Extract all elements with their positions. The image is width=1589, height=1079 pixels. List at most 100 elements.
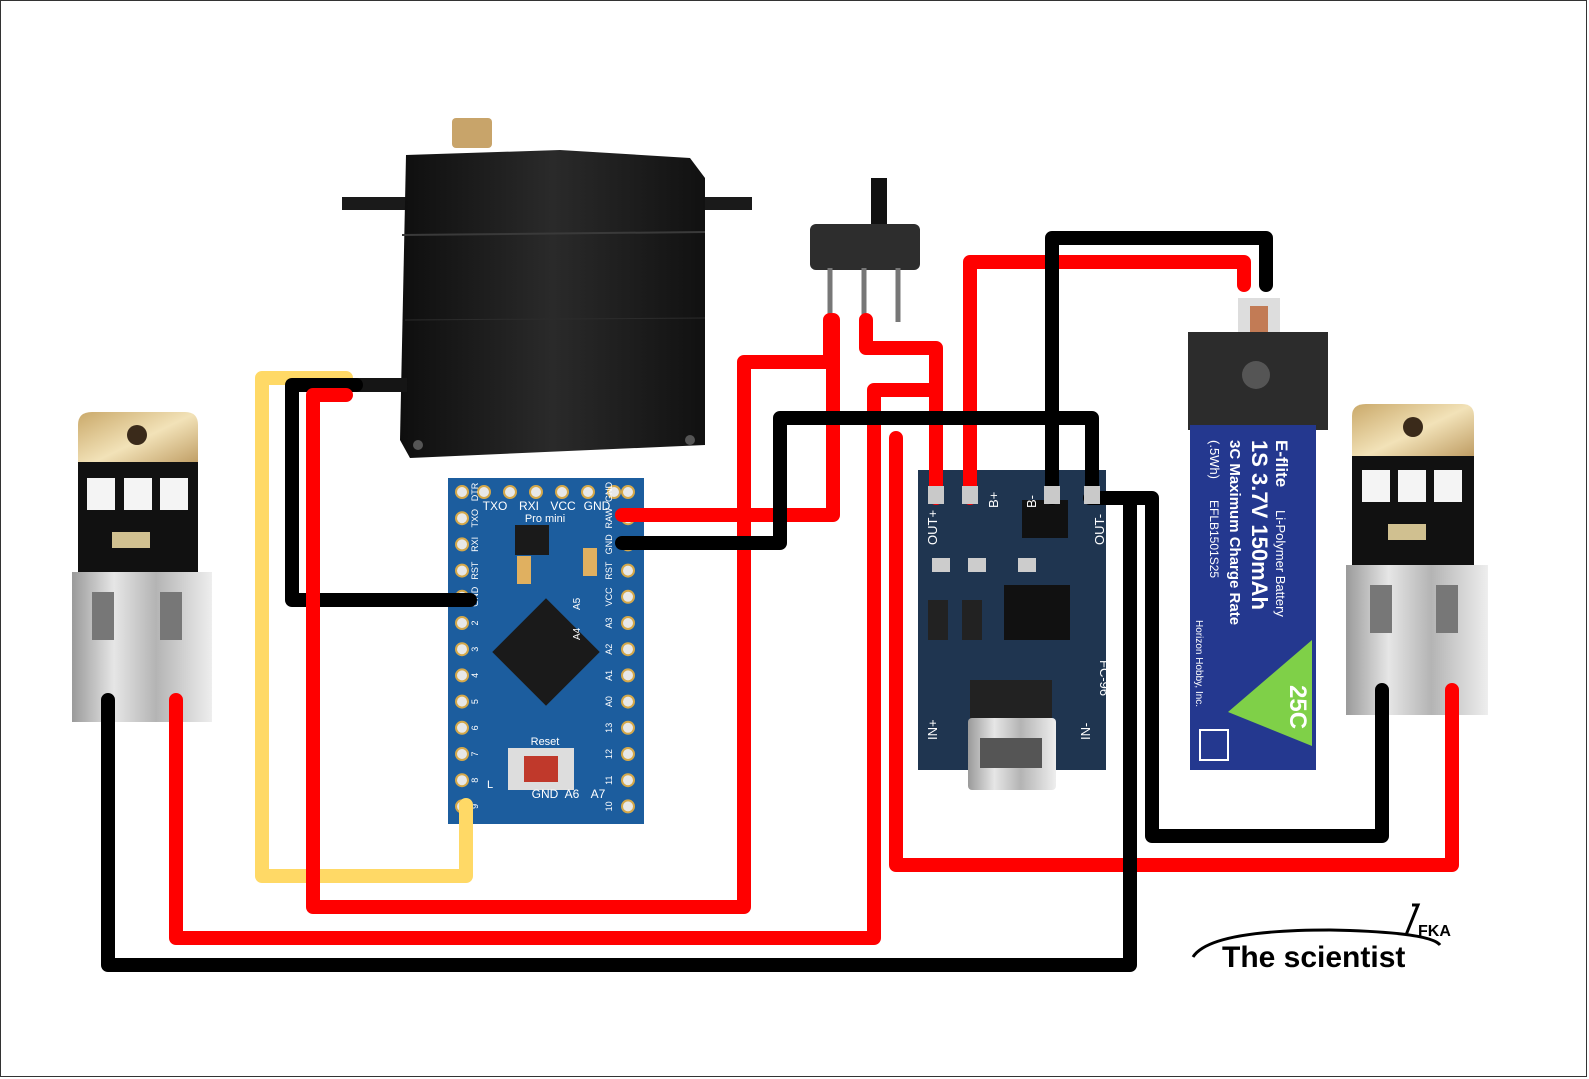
pro-mini-top-label: TXO (483, 499, 508, 513)
pro-mini-left-pin-label: 7 (470, 751, 480, 756)
flask-logo: FKA The scientist (1191, 903, 1451, 974)
pro-mini-right-pin-label: A3 (604, 617, 614, 628)
pro-mini-left-pin-label: 2 (470, 620, 480, 625)
pro-mini-left-pin-label: 5 (470, 699, 480, 704)
pin-hole (455, 537, 469, 552)
pro-mini-left-pin-label: 4 (470, 673, 480, 678)
pin-hole (455, 773, 469, 788)
pin-hole (455, 563, 469, 578)
pin-hole (555, 485, 569, 499)
usb-led-light-right (1346, 404, 1488, 715)
pin-hole (455, 511, 469, 526)
charger-label-out-plus: OUT+ (925, 510, 940, 545)
battery-brand: E-flite (1272, 440, 1291, 487)
pin-hole (455, 485, 469, 499)
pro-mini-right-pin-label: 10 (604, 801, 614, 811)
pro-mini-inner-label: A5 (572, 597, 583, 610)
lipo-battery: E-flite Li-Polymer Battery 1S 3.7V 150mA… (1188, 298, 1328, 770)
pin-hole (529, 485, 543, 499)
pro-mini-left-pin-label: 9 (470, 804, 480, 809)
pro-mini-right-pin-label: VCC (604, 587, 614, 607)
battery-wh: (.5Wh) (1207, 440, 1222, 479)
charger-label-in-minus: IN- (1078, 723, 1093, 740)
charger-label-b-minus: B- (1024, 495, 1039, 508)
pro-mini-led-label: L (487, 779, 493, 791)
pin-hole (621, 720, 635, 735)
battery-maker: Horizon Hobby, Inc. (1193, 620, 1204, 707)
pro-mini-bottom-label: A7 (591, 787, 606, 801)
battery-rate: 3C Maximum Charge Rate (1226, 440, 1243, 625)
pin-hole (455, 642, 469, 657)
pin-hole (455, 747, 469, 761)
logo-mark: FKA (1418, 923, 1451, 940)
pin-hole (503, 485, 517, 499)
wire-red-battery-plus (963, 255, 1251, 505)
pin-hole (455, 694, 469, 709)
tp4056-charger: OUT+ B+ B- OUT- IN+ IN- FC-96 (918, 470, 1112, 790)
slide-switch (810, 178, 920, 322)
pro-mini-left-pin-label: DTR (470, 482, 480, 501)
battery-type: Li-Polymer Battery (1273, 510, 1288, 617)
pro-mini-top-label: VCC (550, 499, 576, 513)
pro-mini-right-pin-label: GND (604, 482, 614, 503)
charger-labels: OUT+ B+ B- OUT- IN+ IN- FC-96 (925, 492, 1112, 740)
pro-mini-reset-label: Reset (531, 736, 560, 748)
charger-label-out-minus: OUT- (1092, 514, 1107, 545)
pin-hole (477, 485, 491, 499)
wire-yellow-servo-signal (255, 371, 473, 883)
pin-hole (621, 799, 635, 814)
pro-mini-bottom-label: GND (532, 787, 559, 801)
battery-labels: E-flite Li-Polymer Battery 1S 3.7V 150mA… (1193, 440, 1311, 729)
pin-hole (621, 616, 635, 630)
pin-hole (621, 563, 635, 578)
battery-main: 1S 3.7V 150mAh (1247, 440, 1272, 610)
pin-hole (455, 616, 469, 630)
pin-hole (621, 485, 635, 499)
pro-mini-top-label: GND (584, 499, 611, 513)
battery-badge: 25C (1284, 685, 1311, 729)
pin-hole (621, 773, 635, 788)
pro-mini-right-pin-label: 13 (604, 723, 614, 733)
pin-hole (581, 485, 595, 499)
pro-mini-right-pin-label: RST (604, 561, 614, 580)
pro-mini-title: Pro mini (525, 513, 565, 525)
pro-mini-left-pin-label: RST (470, 561, 480, 580)
pro-mini-right-pin-label: 12 (604, 749, 614, 759)
pin-hole (621, 668, 635, 683)
wire-red-raw-switch (615, 313, 840, 522)
pro-mini-top-label: RXI (519, 499, 539, 513)
wire-black-out-minus-usb-right (1093, 491, 1389, 843)
wires (101, 231, 1459, 972)
pin-hole (607, 485, 621, 499)
charger-label-in-plus: IN+ (925, 719, 940, 740)
charger-label-model: FC-96 (1097, 660, 1112, 696)
wire-black-battery-minus (1045, 231, 1273, 505)
pro-mini-left-pin-label: 8 (470, 778, 480, 783)
recycle-bin-icon (1199, 729, 1229, 761)
connection-pads (928, 486, 1100, 504)
pro-mini-right-pin-label: RAW (604, 507, 614, 528)
pro-mini-left-pin-label: 6 (470, 725, 480, 730)
charger-label-b-plus: B+ (986, 492, 1001, 508)
pro-mini-left-pin-label: 3 (470, 647, 480, 652)
pro-mini-labels: TXO RXI VCC GND Pro mini A5 A4 Reset L G… (483, 499, 611, 801)
pin-hole (621, 694, 635, 709)
pro-mini-bottom-label: A6 (565, 787, 580, 801)
pin-hole (621, 747, 635, 761)
pro-mini-right-pin-label: A0 (604, 696, 614, 707)
wire-red-out-plus-usb (169, 383, 941, 945)
wire-black-gnd-out-minus (615, 411, 1099, 550)
logo-text: The scientist (1222, 941, 1405, 974)
wire-black-servo-ground (285, 378, 477, 607)
usb-led-light-left (72, 412, 212, 722)
pin-hole (621, 589, 635, 604)
pro-mini-left-pin-label: RXI (470, 537, 480, 552)
pro-mini-right-pin-label: 11 (604, 776, 614, 785)
arduino-pro-mini: TXO RXI VCC GND Pro mini A5 A4 Reset L G… (448, 478, 644, 824)
servo-motor (342, 118, 752, 458)
pin-hole (455, 668, 469, 683)
pin-hole (455, 720, 469, 735)
wire-red-charger-usb-right (889, 431, 1459, 872)
